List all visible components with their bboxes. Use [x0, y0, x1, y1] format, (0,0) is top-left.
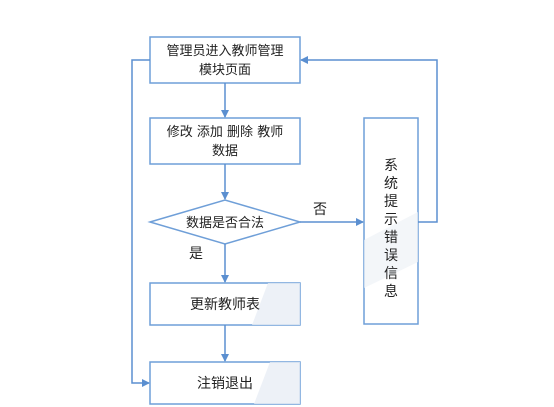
node-modify-data: 修改 添加 删除 教师 数据: [149, 117, 301, 165]
node-logout-sheen: [254, 362, 300, 404]
edge-error-back-to-enter: [300, 56, 438, 223]
node-enter-module-line-2: 模块页面: [199, 63, 251, 78]
node-error-message-char-4: 示: [384, 212, 398, 228]
node-validity-check: 数据是否合法: [147, 199, 303, 245]
edge-label-yes: 是: [189, 246, 203, 262]
node-error-message: 系 统 提 示 错 误 信 息: [363, 117, 419, 325]
node-update-table-sheen: [252, 283, 300, 325]
edge-label-no: 否: [313, 202, 327, 218]
node-modify-data-line-2: 数据: [212, 144, 238, 159]
node-error-message-char-5: 错: [384, 230, 398, 246]
node-logout: 注销退出: [149, 361, 301, 405]
edge-spacer: [391, 60, 437, 118]
node-update-table: 更新教师表: [149, 282, 301, 326]
node-enter-module-line-1: 管理员进入教师管理: [166, 43, 283, 59]
node-error-message-sheen: [364, 212, 418, 288]
node-error-message-char-6: 误: [384, 248, 398, 264]
node-logout-label: 注销退出: [197, 376, 253, 392]
node-error-message-char-8: 息: [384, 283, 398, 300]
node-update-table-label: 更新教师表: [190, 297, 260, 313]
node-enter-module: 管理员进入教师管理 模块页面: [149, 36, 301, 84]
node-error-message-char-7: 信: [384, 266, 398, 282]
node-error-message-char-3: 提: [384, 194, 398, 210]
node-modify-data-line-1: 修改 添加 删除 教师: [167, 124, 283, 140]
edge-enter-to-logout: [131, 59, 150, 387]
node-error-message-char-1: 系: [384, 158, 398, 174]
node-error-message-char-2: 统: [384, 176, 398, 192]
node-validity-check-label: 数据是否合法: [186, 216, 264, 231]
